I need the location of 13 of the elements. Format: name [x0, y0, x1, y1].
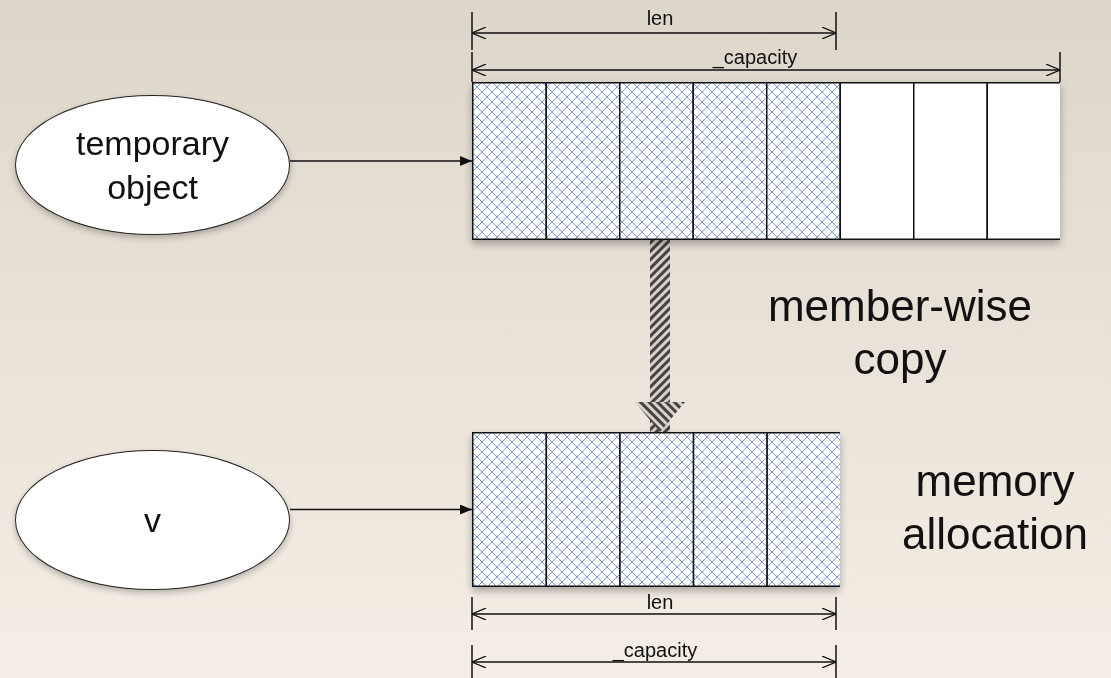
annotation: memory allocation — [901, 455, 1089, 560]
arrow — [289, 156, 473, 166]
memory-array — [472, 82, 1060, 240]
edge-label: member-wise copy — [766, 280, 1033, 385]
memory-array — [472, 432, 840, 587]
node-label: v — [143, 499, 162, 541]
dimension-label: _capacity — [611, 638, 699, 662]
dimension-label: _capacity — [711, 45, 799, 69]
dimension-label: len — [645, 6, 675, 30]
dimension-label: len — [645, 590, 675, 614]
hatched-arrow — [635, 240, 685, 432]
node-label: temporary object — [74, 122, 231, 208]
arrow — [289, 504, 473, 515]
